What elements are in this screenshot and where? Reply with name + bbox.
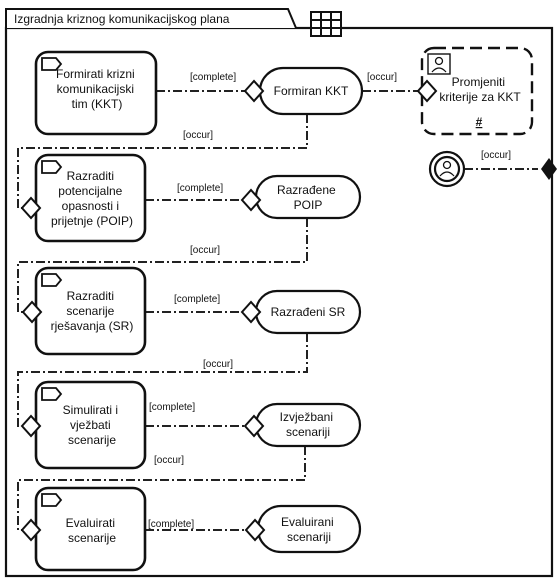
activity-razraditi-poip[interactable]: Razraditi potencijalne opasnosti i prije…: [20, 153, 147, 243]
flow-label-occur: [occur]: [183, 130, 213, 141]
hash-marker: #: [476, 115, 483, 129]
activity-flag-icon: [41, 273, 63, 287]
event-izvjezbani-scenariji[interactable]: Izvježbani scenariji: [243, 402, 362, 448]
svg-text:Evaluirani scenariji: Evaluirani scenariji: [281, 515, 337, 544]
flow-label-complete: [complete]: [190, 72, 236, 83]
event-formiran-kkt[interactable]: Formiran KKT: [243, 66, 364, 116]
activity-flag-icon: [41, 493, 63, 507]
flow-label-complete: [complete]: [149, 402, 195, 413]
activity-flag-icon: [41, 57, 63, 71]
flow-label-occur: [occur]: [481, 150, 511, 161]
svg-text:Simulirati i vježbati: Simulirati i vježbati scenarije: [63, 403, 122, 447]
activity-simulirati[interactable]: Simulirati i vježbati scenarije: [20, 380, 147, 470]
flow-label-complete: [complete]: [174, 294, 220, 305]
svg-text:Formiran KKT: Formiran KKT: [274, 84, 349, 98]
event-evaluirani-scenariji[interactable]: Evaluirani scenariji: [244, 504, 362, 554]
frame-boundary-diamond: [541, 158, 557, 180]
flow-label-occur: [occur]: [190, 245, 220, 256]
svg-text:Izvježbani scenariji: Izvježbani scenariji: [280, 410, 337, 439]
activity-flag-icon: [41, 387, 63, 401]
table-grid-icon[interactable]: [310, 11, 342, 37]
svg-text:Razraditi potencijalne: Razraditi potencijalne opasnosti i prije…: [51, 169, 133, 228]
activity-flag-icon: [41, 160, 63, 174]
external-activity-promjeniti-kriterije[interactable]: Promjeniti kriterije za KKT #: [416, 46, 534, 136]
flow-label-occur: [occur]: [367, 72, 397, 83]
frame-title: Izgradnja kriznog komunikacijskog plana: [14, 12, 230, 26]
activity-razraditi-sr[interactable]: Razraditi scenarije rješavanja (SR): [21, 266, 147, 356]
flow-label-complete: [complete]: [148, 519, 194, 530]
svg-text:Evaluirati scenarije: Evaluirati scenarije: [66, 516, 119, 545]
svg-text:Promjeniti kriterije za: Promjeniti kriterije za KKT: [439, 75, 521, 104]
flow-label-occur: [occur]: [154, 455, 184, 466]
event-razradjene-poip[interactable]: Razrađene POIP: [240, 174, 362, 220]
event-razradjeni-sr[interactable]: Razrađeni SR: [240, 289, 362, 335]
flow-label-complete: [complete]: [177, 183, 223, 194]
frame-title-tab: [5, 8, 297, 29]
activity-evaluirati[interactable]: Evaluirati scenarije: [20, 486, 147, 572]
svg-text:Razraditi scenarije: Razraditi scenarije rješavanja (SR): [51, 289, 134, 333]
activity-formirati-tim[interactable]: Formirati krizni komunikacijski tim (KKT…: [34, 50, 158, 136]
svg-text:Formirati krizni komunik: Formirati krizni komunikacijski tim (KKT…: [56, 67, 138, 111]
svg-text:Razrađeni SR: Razrađeni SR: [271, 305, 346, 319]
person-circle-icon[interactable]: [428, 150, 466, 188]
flow-label-occur: [occur]: [203, 359, 233, 370]
svg-text:Razrađene POIP: Razrađene POIP: [277, 183, 339, 212]
person-icon: [427, 53, 451, 75]
